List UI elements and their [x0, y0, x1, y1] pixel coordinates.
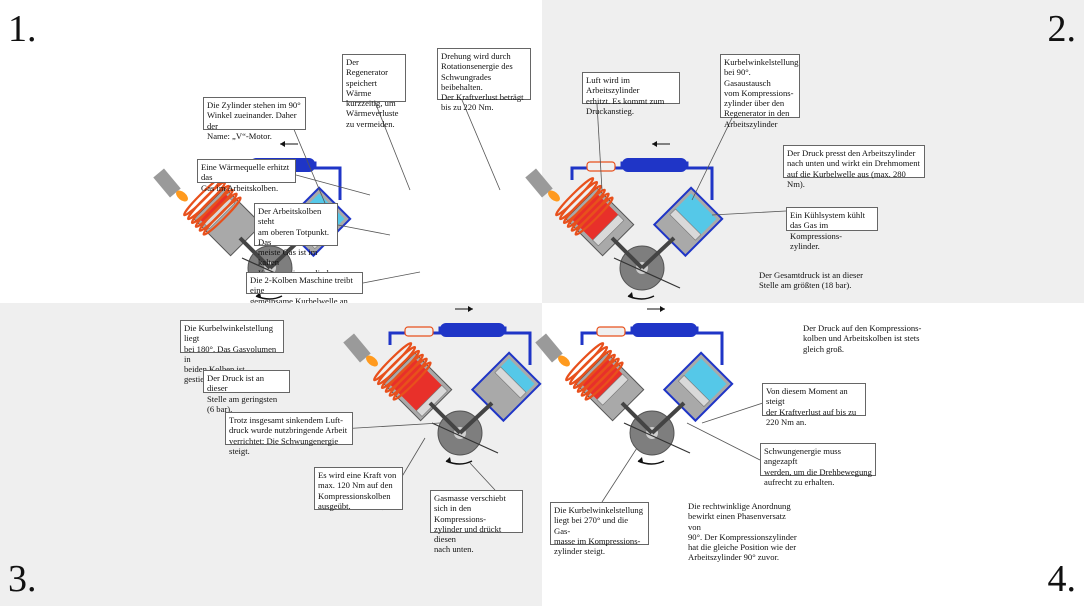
- burner-nozzle: [153, 168, 181, 198]
- hot-piston: [592, 214, 625, 247]
- flow-arrow-head: [660, 306, 665, 312]
- rotation-arrow-head: [638, 457, 643, 462]
- annotation-force-120: Es wird eine Kraft von max. 120 Nm auf d…: [314, 467, 403, 511]
- burner-nozzle: [525, 168, 553, 198]
- regenerator: [596, 326, 626, 337]
- regenerator-tube: [622, 158, 687, 172]
- cold-piston: [669, 208, 702, 241]
- annotation-crankshaft: Die 2-Kolben Maschine treibt eine gemein…: [246, 272, 363, 306]
- engine-group: [525, 141, 724, 300]
- annotation-power-loss: Von diesem Moment an steigt der Kraftver…: [762, 383, 866, 427]
- cold-gas: [675, 193, 717, 235]
- connecting-rod: [640, 236, 676, 270]
- connecting-rod: [238, 236, 272, 270]
- annotation-top-dead-center: Der Arbeitskolben steht am oberen Totpun…: [254, 203, 338, 278]
- panel-number: 3.: [8, 558, 37, 600]
- rotation-arrow-head: [628, 292, 633, 297]
- rotation-arrow-icon: [627, 295, 655, 300]
- annotation-pressure-torque: Der Druck presst den Arbeitszylinder nac…: [783, 145, 925, 189]
- annotation-useful-work: Trotz insgesamt sinkendem Luft- druck wu…: [225, 412, 353, 456]
- annotation-crank-180: Die Kurbelwinkelstellung liegt bei 180°.…: [180, 320, 284, 384]
- hot-gas: [571, 193, 619, 241]
- annotation-v-angle: Die Zylinder stehen im 90° Winkel zueina…: [203, 97, 306, 141]
- hot-cylinder: [555, 177, 635, 257]
- engine-group: [535, 306, 734, 465]
- panel-2: 2. Luft wird im Arbeitszylinder erhitzt.…: [525, 0, 1084, 303]
- flame-icon: [176, 190, 188, 202]
- panel-1: 1. Der Regenerator speichert Wärme kurzz…: [0, 0, 542, 306]
- annotation-crank-90: Kurbelwinkelstellung bei 90°. Gasaustaus…: [720, 54, 800, 129]
- annotation-gas-shift: Gasmasse verschiebt sich in den Kompress…: [430, 490, 523, 554]
- cold-gas: [500, 358, 535, 393]
- heater-coil: [373, 342, 413, 382]
- stirling-engine-diagram: [535, 306, 734, 465]
- panel-number: 2.: [1047, 8, 1077, 50]
- flame-icon: [366, 355, 378, 367]
- burner-nozzle: [343, 333, 371, 363]
- annotation-regenerator: Der Regenerator speichert Wärme kurzzeit…: [342, 54, 406, 129]
- hot-cylinder: [183, 177, 263, 257]
- rotation-arrow-icon: [445, 460, 473, 465]
- flame-icon: [558, 355, 570, 367]
- connecting-rod: [650, 401, 686, 435]
- annotation-air-heated: Luft wird im Arbeitszylinder erhitzt. Es…: [582, 72, 680, 116]
- cold-piston: [494, 366, 527, 399]
- engine-group: [343, 306, 542, 465]
- annotation-cooling: Ein Kühlsystem kühlt das Gas im Kompress…: [786, 207, 878, 251]
- panel-3: 3. Die Kurbelwinkelstellung liegt bei 18…: [0, 303, 542, 606]
- rotation-arrow-icon: [637, 460, 665, 465]
- hot-cylinder: [373, 342, 453, 422]
- flow-arrow-head: [468, 306, 473, 312]
- annotation-flywheel-energy: Schwungenergie muss angezapft werden, um…: [760, 443, 876, 487]
- regenerator: [404, 326, 434, 337]
- connecting-rod: [620, 401, 654, 435]
- flow-arrow-head: [652, 141, 657, 147]
- heater-coil: [555, 177, 595, 217]
- connecting-rod: [458, 401, 494, 435]
- annotation-min-pressure: Der Druck ist an dieser Stelle am gering…: [203, 370, 290, 414]
- annotation-equal-pressure: Der Druck auf den Kompressions- kolben u…: [803, 323, 922, 354]
- flow-arrow-head: [280, 141, 285, 147]
- hot-piston: [415, 384, 448, 417]
- regenerator-tube: [440, 323, 505, 337]
- burner-nozzle: [535, 333, 563, 363]
- connecting-rod: [610, 236, 644, 270]
- flame-icon: [548, 190, 560, 202]
- annotation-phase-shift: Die rechtwinklige Anordnung bewirkt eine…: [688, 501, 797, 563]
- panel-number: 4.: [1047, 558, 1077, 600]
- stirling-engine-diagram: [343, 306, 542, 465]
- crankshaft-axis: [613, 257, 681, 289]
- hot-gas: [199, 193, 230, 224]
- annotation-crank-270: Die Kurbelwinkelstellung liegt bei 270° …: [550, 502, 649, 556]
- regenerator-tube: [632, 323, 697, 337]
- crankshaft-axis: [431, 422, 499, 454]
- annotation-total-pressure: Der Gesamtdruck ist an dieser Stelle am …: [759, 270, 864, 291]
- heater-coil: [565, 342, 605, 382]
- rotation-arrow-head: [446, 457, 451, 462]
- panel-number: 1.: [8, 8, 37, 50]
- hot-cylinder: [565, 342, 645, 422]
- regenerator: [586, 161, 616, 172]
- cold-gas: [684, 358, 727, 401]
- annotation-flywheel: Drehung wird durch Rotationsenergie des …: [437, 48, 531, 112]
- panel-4: 4. Der Druck auf den Kompressions- kolbe…: [535, 303, 1084, 606]
- rotation-arrow-icon: [255, 295, 283, 300]
- annotation-heat-source: Eine Wärmequelle erhitzt das Gas im Arbe…: [197, 159, 296, 193]
- connecting-rod: [428, 401, 462, 435]
- crankshaft-axis: [623, 422, 691, 454]
- hot-piston: [596, 373, 629, 406]
